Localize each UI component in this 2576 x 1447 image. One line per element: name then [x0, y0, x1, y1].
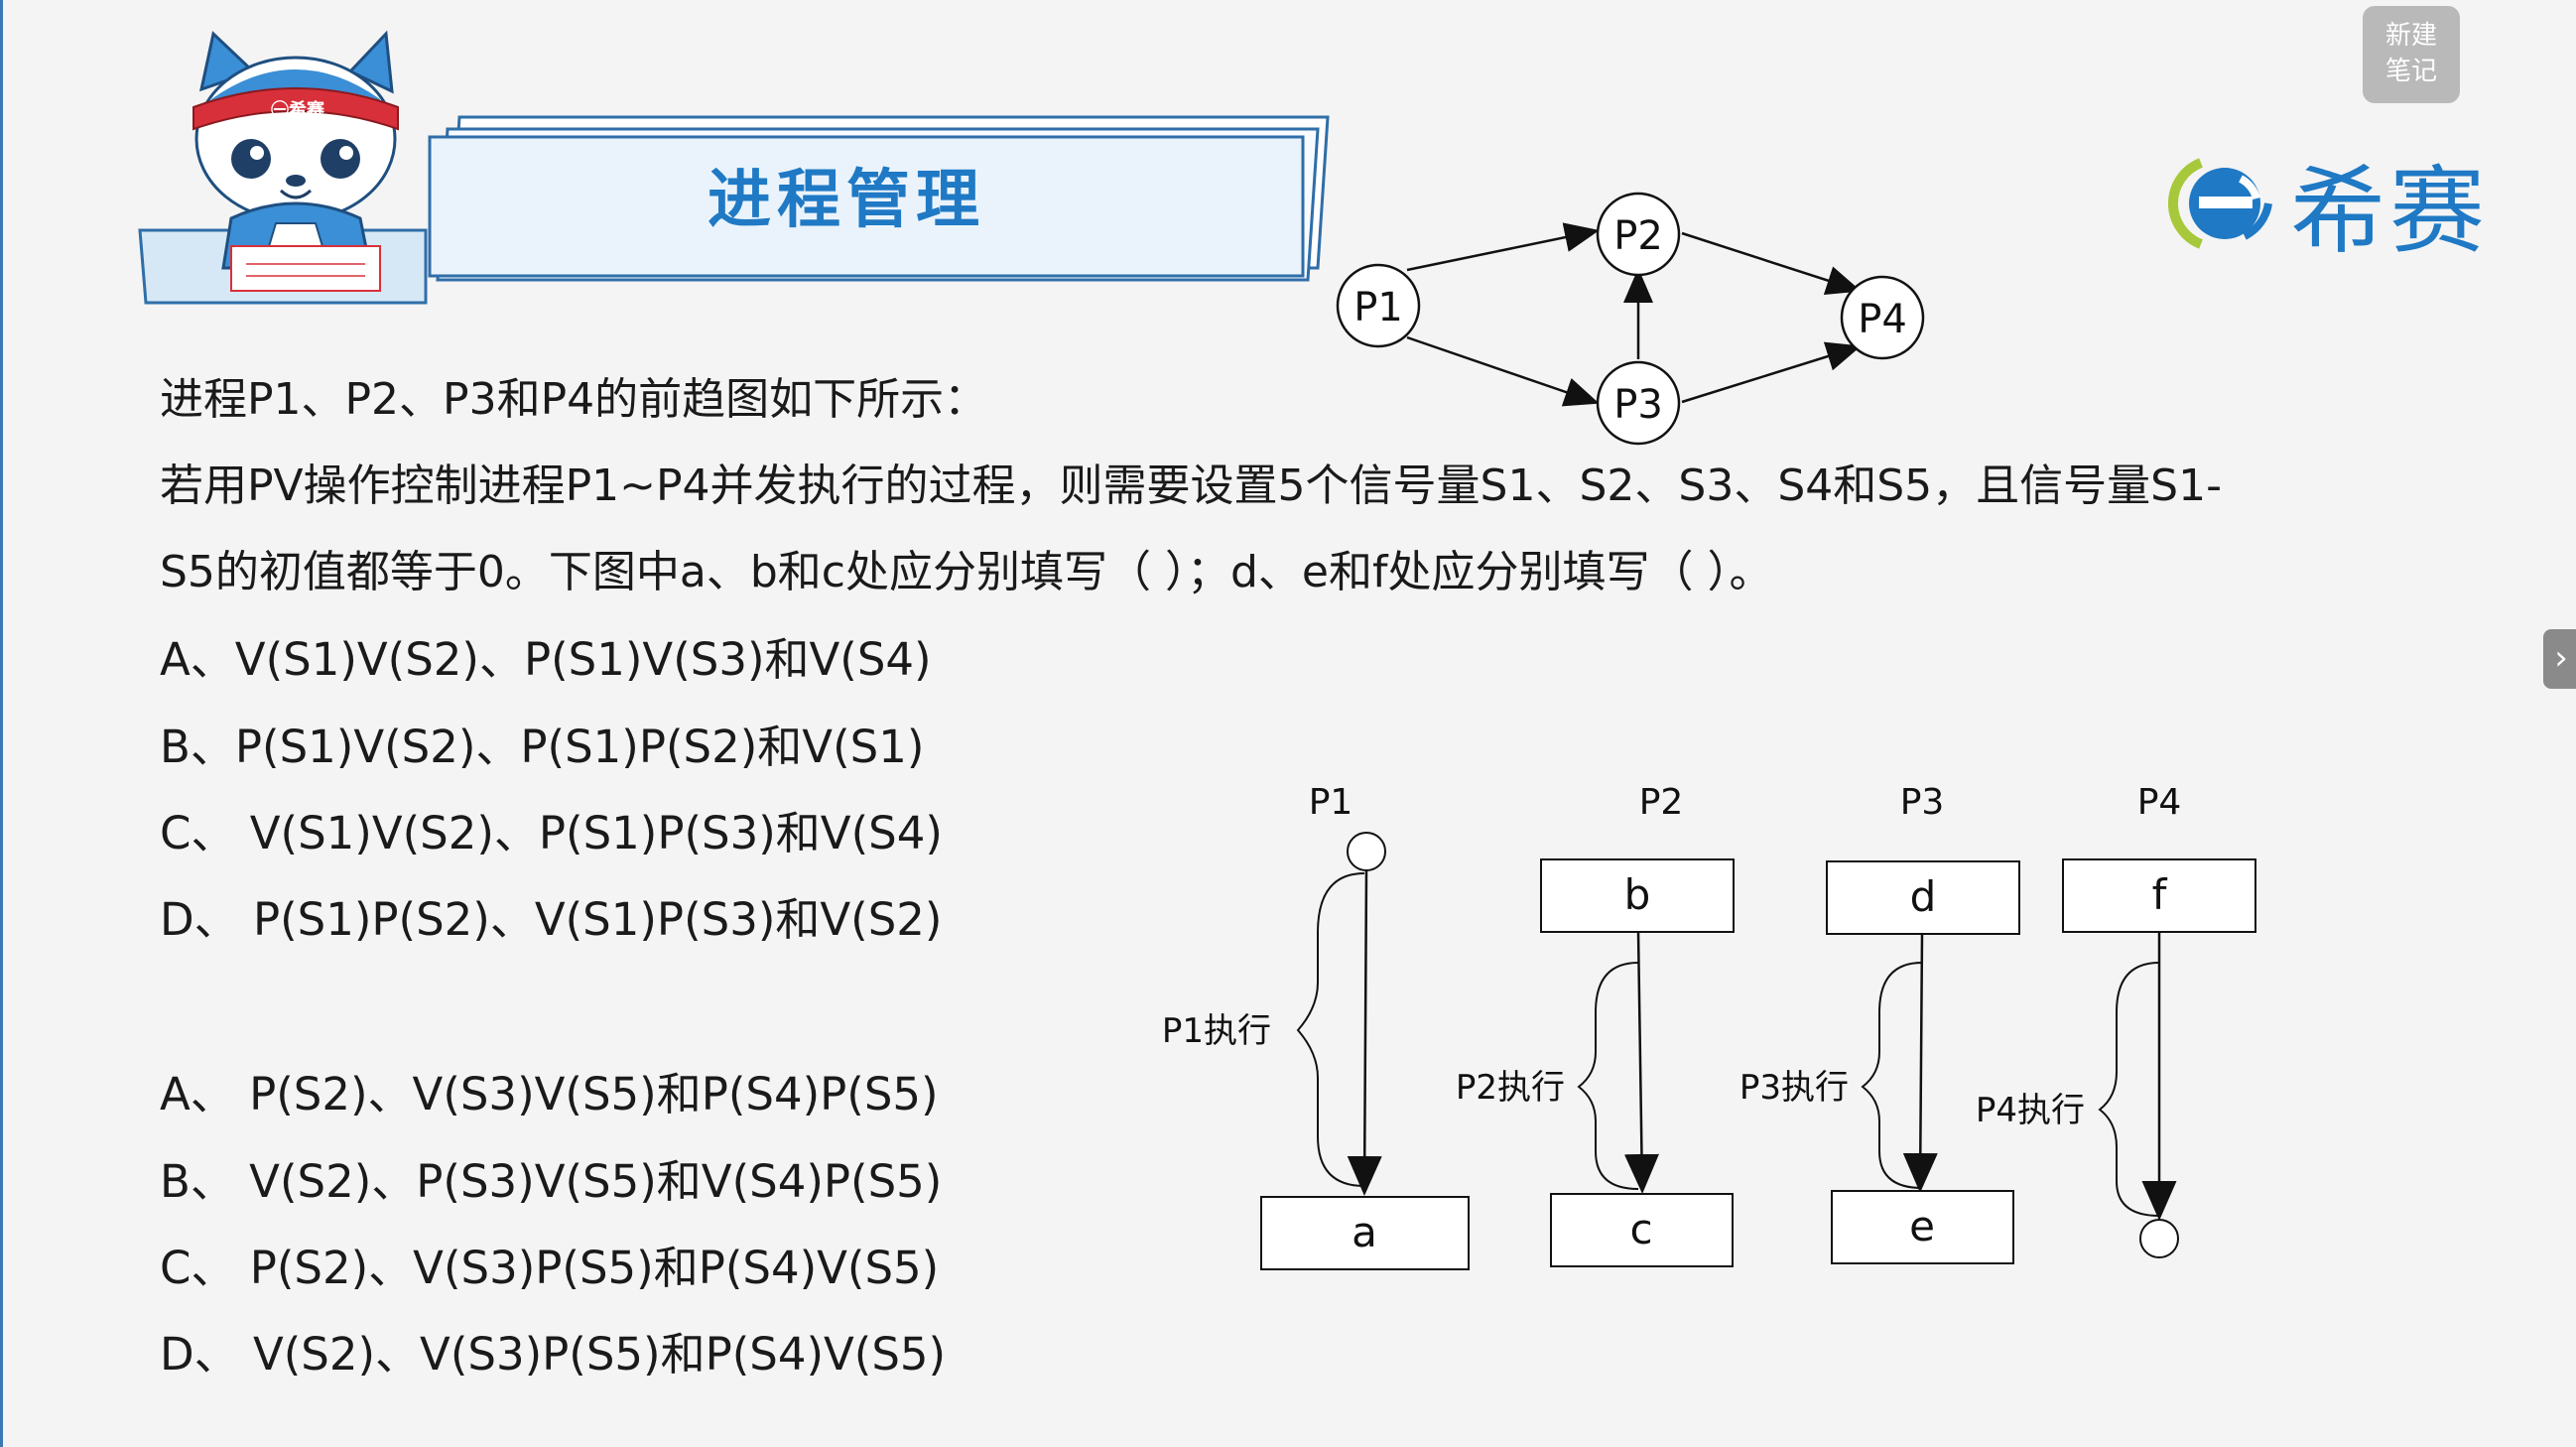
- mascot-cat-icon: ㊀希赛: [193, 30, 399, 292]
- option-set2-b[interactable]: B、 V(S2)、P(S3)V(S5)和V(S4)P(S5): [160, 1155, 943, 1208]
- exec-label-p4: P4执行: [1976, 1091, 2085, 1130]
- xisai-logo: 希赛: [2161, 134, 2489, 272]
- exec-label-p1: P1执行: [1162, 1011, 1271, 1051]
- slot-b-box: [1540, 858, 1735, 933]
- graph-node-p4: P4: [1840, 275, 1925, 360]
- graph-node-p3-label: P3: [1613, 382, 1663, 428]
- option-set1-d[interactable]: D、 P(S1)P(S2)、V(S1)P(S3)和V(S2): [160, 893, 943, 946]
- p1-brace: [1296, 872, 1365, 1187]
- new-note-button[interactable]: 新建 笔记: [2363, 6, 2460, 103]
- p4-end-circle: [2139, 1219, 2179, 1258]
- p1-start-circle: [1347, 832, 1386, 871]
- exec-label-p2: P2执行: [1456, 1068, 1565, 1108]
- diagram-header-p4: P4: [2137, 782, 2182, 823]
- graph-node-p2-label: P2: [1613, 213, 1663, 259]
- p4-brace: [2098, 962, 2160, 1217]
- title-banner: ㊀希赛: [138, 30, 1330, 305]
- exec-label-p3: P3执行: [1739, 1068, 1849, 1108]
- slide-title: 进程管理: [708, 164, 985, 237]
- option-set1-a[interactable]: A、V(S1)V(S2)、P(S1)V(S3)和V(S4): [160, 633, 932, 686]
- option-set1-c[interactable]: C、 V(S1)V(S2)、P(S1)P(S3)和V(S4): [160, 807, 943, 859]
- p3-brace: [1861, 962, 1923, 1189]
- new-note-label-2: 笔记: [2384, 57, 2437, 86]
- option-set2-a[interactable]: A、 P(S2)、V(S3)V(S5)和P(S4)P(S5): [160, 1068, 939, 1120]
- option-set1-b[interactable]: B、P(S1)V(S2)、P(S1)P(S2)和V(S1): [160, 721, 925, 773]
- mascot-band-text: ㊀希赛: [271, 99, 325, 121]
- slot-c-label: c: [1629, 1205, 1652, 1253]
- slot-a-label: a: [1352, 1208, 1377, 1256]
- graph-node-p1: P1: [1336, 263, 1421, 348]
- graph-node-p1-label: P1: [1353, 285, 1403, 330]
- graph-node-p2: P2: [1596, 192, 1681, 277]
- slot-a-box: [1260, 1196, 1470, 1270]
- side-panel-toggle[interactable]: ›: [2543, 629, 2576, 689]
- diagram-header-p3: P3: [1900, 782, 1945, 823]
- slot-c-box: [1550, 1193, 1734, 1267]
- logo-text: 希赛: [2290, 156, 2489, 267]
- p2-brace: [1577, 962, 1639, 1190]
- slot-b-label: b: [1624, 870, 1651, 919]
- question-line-1: 进程P1、P2、P3和P4的前趋图如下所示：: [160, 374, 988, 425]
- slot-e-box: [1831, 1190, 2014, 1264]
- slot-d-label: d: [1910, 872, 1937, 921]
- xisai-logo-icon: [2167, 157, 2272, 249]
- graph-node-p3: P3: [1596, 360, 1681, 446]
- option-set2-c[interactable]: C、 P(S2)、V(S3)P(S5)和P(S4)V(S5): [160, 1242, 940, 1294]
- slot-e-label: e: [1909, 1202, 1935, 1250]
- graph-node-p4-label: P4: [1858, 297, 1907, 342]
- precedence-graph: P1 P2 P3 P4: [1336, 192, 1925, 446]
- diagram-header-p1: P1: [1309, 782, 1353, 823]
- new-note-label-1: 新建: [2384, 21, 2437, 51]
- option-set2-d[interactable]: D、 V(S2)、V(S3)P(S5)和P(S4)V(S5): [160, 1328, 947, 1381]
- slot-f-label: f: [2152, 870, 2168, 919]
- question-line-3: S5的初值都等于0。下图中a、b和c处应分别填写（ ）；d、e和f处应分别填写（…: [160, 547, 1773, 597]
- process-diagram: P1 P2 P3 P4 P1执行 a b P2执行 c d P3执行 e f P…: [1162, 782, 2256, 1270]
- slot-d-box: [1826, 860, 2020, 935]
- diagram-header-p2: P2: [1639, 782, 1684, 823]
- chevron-right-icon: ›: [2554, 638, 2568, 678]
- question-line-2: 若用PV操作控制进程P1~P4并发执行的过程，则需要设置5个信号量S1、S2、S…: [160, 460, 2222, 511]
